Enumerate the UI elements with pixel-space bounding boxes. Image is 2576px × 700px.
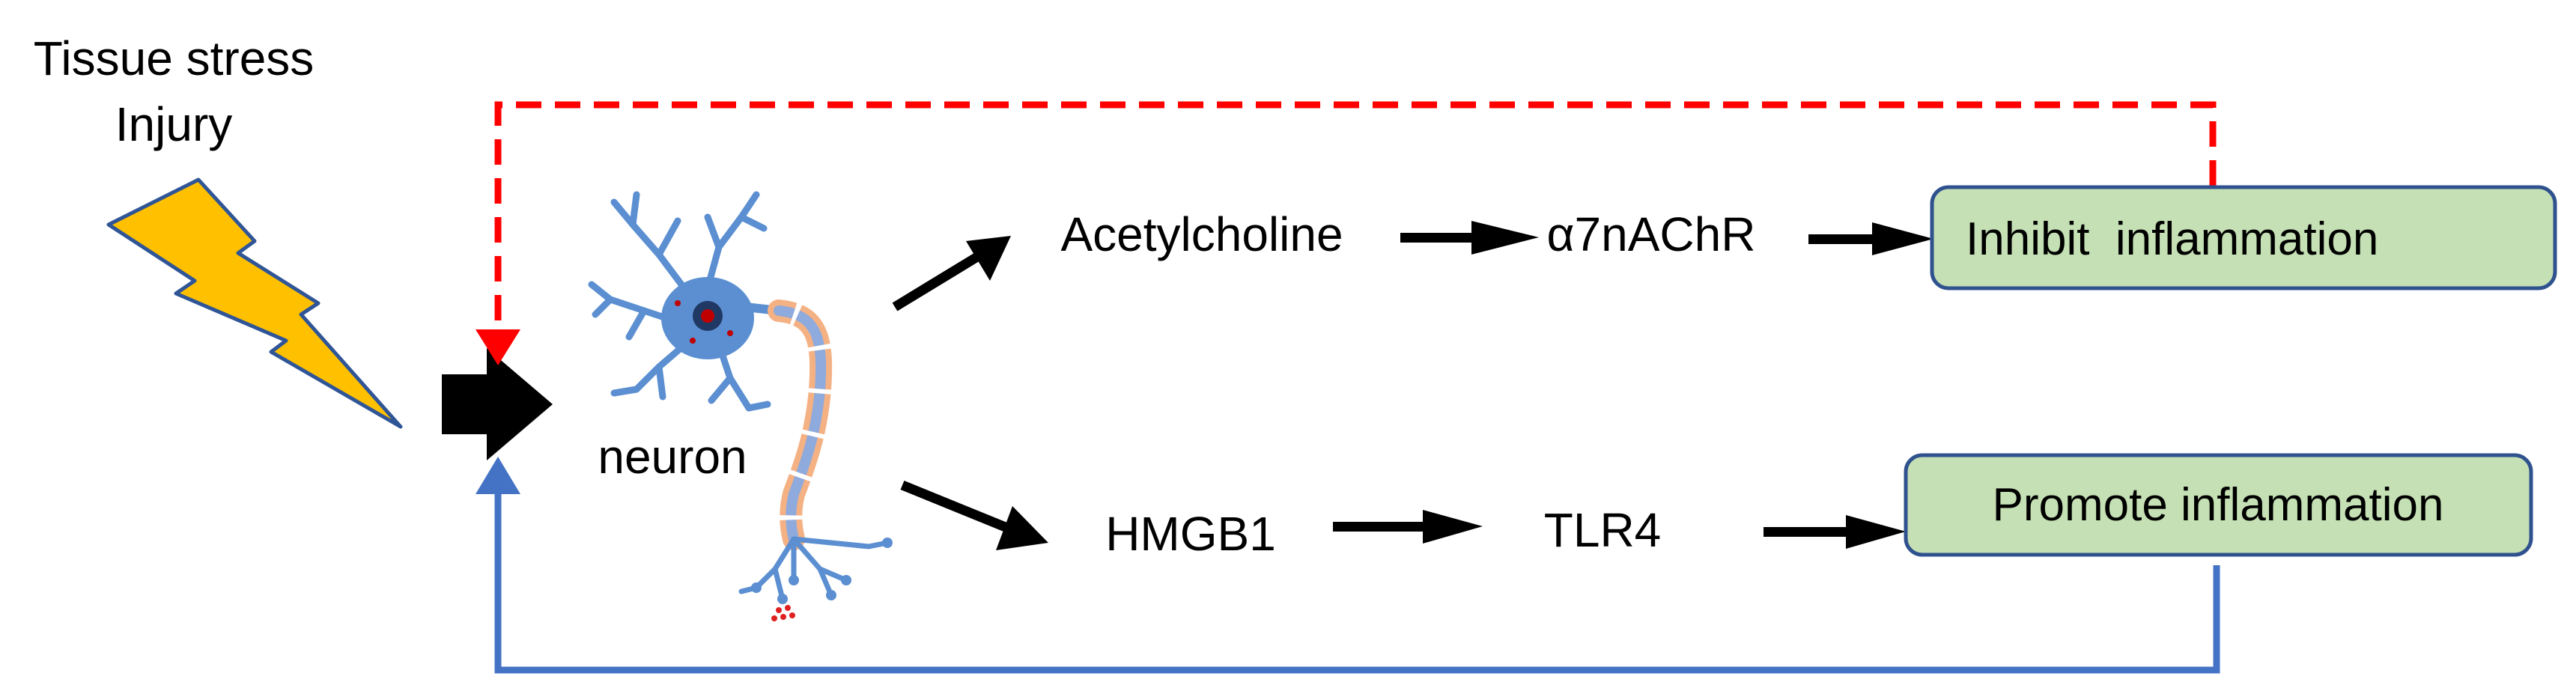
arrow-tlr4-to-promote-icon <box>1764 515 1906 549</box>
input-arrow-icon <box>442 348 553 460</box>
stimulus-label-line2: Injury <box>115 97 233 151</box>
promote-inflammation-box: Promote inflammation <box>1904 453 2533 557</box>
neuron-label: neuron <box>598 430 747 484</box>
inhibit-feedback-line <box>494 101 2217 344</box>
inhibit-inflammation-label: Inhibit inflammation <box>1966 213 2378 265</box>
acetylcholine-label: Acetylcholine <box>1060 207 1343 261</box>
arrow-acetylcholine-to-receptor-icon <box>1400 221 1539 255</box>
arrow-hmgb1-to-tlr4-icon <box>1333 510 1483 544</box>
neuron-icon <box>588 191 893 621</box>
lightning-bolt-icon <box>106 177 403 429</box>
promote-feedback-line <box>494 475 2220 674</box>
hmgb1-label: HMGB1 <box>1105 507 1276 561</box>
inhibit-inflammation-box: Inhibit inflammation <box>1930 185 2557 290</box>
promote-inflammation-label: Promote inflammation <box>1992 479 2443 531</box>
lower-branch-arrow-icon <box>900 480 1048 550</box>
tlr4-label: TLR4 <box>1544 503 1662 557</box>
inhibit-feedback-arrowhead-icon <box>476 329 520 365</box>
upper-branch-arrow-icon <box>892 236 1011 311</box>
arrow-receptor-to-inhibit-icon <box>1808 222 1933 255</box>
stimulus-label-line1: Tissue stress <box>34 31 315 85</box>
promote-feedback-arrowhead-icon <box>476 457 520 494</box>
a7nachr-label: α7nAChR <box>1547 207 1756 261</box>
